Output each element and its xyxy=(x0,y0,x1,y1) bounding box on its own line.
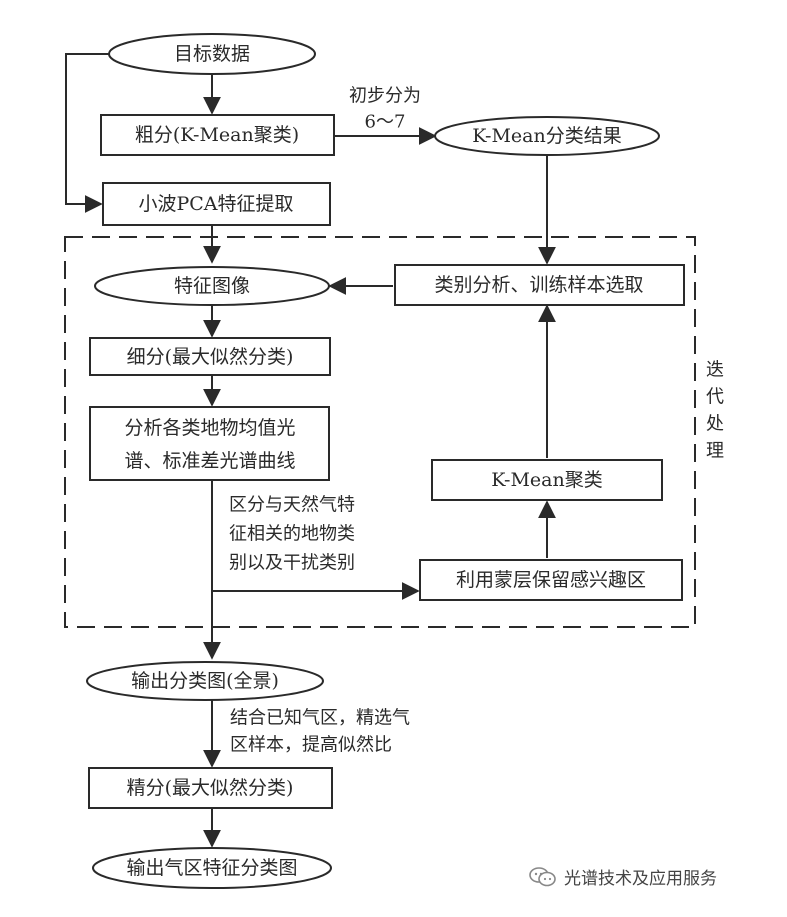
label-iteration-char-2: 代 xyxy=(706,387,724,408)
label-distinguish-line-1: 区分与天然气特 xyxy=(229,495,355,516)
node-mask-shape xyxy=(419,559,683,601)
node-spectra-shape xyxy=(89,406,330,481)
node-analysis: 类别分析、训练样本选取 xyxy=(434,274,643,296)
label-iteration-char-1: 迭 xyxy=(706,360,724,381)
node-fine2-shape xyxy=(88,767,333,809)
node-mask: 利用蒙层保留感兴趣区 xyxy=(456,569,646,591)
node-kmean-result: K-Mean分类结果 xyxy=(472,125,622,147)
node-output-gas: 输出气区特征分类图 xyxy=(126,857,297,879)
node-coarse: 粗分(K-Mean聚类) xyxy=(135,124,299,146)
node-kmean-result-shape xyxy=(434,116,660,156)
label-iteration-char-4: 理 xyxy=(706,441,724,462)
arrow-target-to-pca xyxy=(65,53,110,213)
node-pca: 小波PCA特征提取 xyxy=(138,193,293,215)
node-feature-image: 特征图像 xyxy=(174,275,250,297)
node-fine2: 精分(最大似然分类) xyxy=(127,777,294,799)
node-pca-shape xyxy=(102,182,331,226)
label-initial-line-1: 初步分为 xyxy=(349,86,421,107)
label-distinguish-line-3: 别以及干扰类别 xyxy=(229,553,355,574)
watermark: 光谱技术及应用服务 xyxy=(528,864,717,889)
node-kmean-cluster: K-Mean聚类 xyxy=(491,469,603,491)
node-fine-shape xyxy=(89,337,331,376)
node-output-gas-shape xyxy=(92,847,332,889)
node-kmean-cluster-shape xyxy=(431,459,663,501)
label-combine-line-2: 区样本，提高似然比 xyxy=(230,735,392,756)
node-fine: 细分(最大似然分类) xyxy=(127,346,294,368)
label-iteration-char-3: 处 xyxy=(706,414,724,435)
chat-bubbles-icon xyxy=(528,866,558,888)
node-spectra-line-1: 分析各类地物均值光 xyxy=(124,417,295,439)
node-coarse-shape xyxy=(100,114,335,156)
label-distinguish-line-2: 征相关的地物类 xyxy=(229,524,355,545)
node-spectra-line-2: 谱、标准差光谱曲线 xyxy=(124,450,295,472)
node-feature-image-shape xyxy=(94,266,330,306)
node-analysis-shape xyxy=(394,264,685,306)
label-combine-line-1: 结合已知气区，精选气 xyxy=(230,708,410,729)
iteration-region xyxy=(64,236,696,628)
label-initial-line-2: 6～7 xyxy=(365,112,406,133)
node-target-data: 目标数据 xyxy=(174,43,250,65)
node-target-data-shape xyxy=(108,33,316,75)
watermark-text: 光谱技术及应用服务 xyxy=(564,869,717,889)
node-output-map: 输出分类图(全景) xyxy=(131,670,279,692)
node-output-map-shape xyxy=(86,661,324,701)
